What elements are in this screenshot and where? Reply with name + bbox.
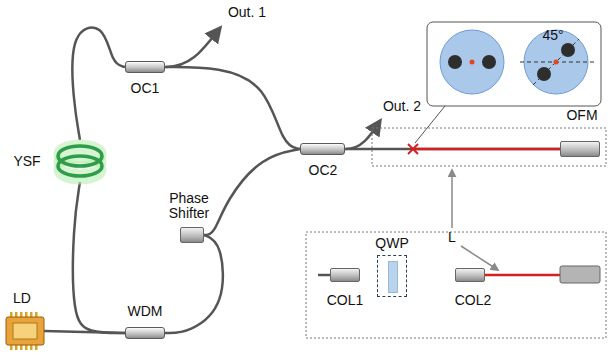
- annotation-label: L: [448, 230, 456, 245]
- wave-plate: [388, 261, 398, 293]
- length-pointer: [451, 170, 453, 228]
- collimator-body: [330, 268, 360, 282]
- phase-shifter-body: [180, 227, 204, 243]
- collimator: COL1: [330, 268, 360, 282]
- fiber-coupler: OC2: [300, 143, 345, 155]
- power-meter-body: [560, 141, 600, 157]
- fiber-coupler: OC1: [125, 61, 165, 73]
- stress-rod: [448, 55, 462, 69]
- fiber-link: [204, 149, 300, 235]
- component-label: COL1: [327, 293, 364, 308]
- gain-fiber-coil: YSF: [55, 140, 105, 182]
- component-label: LD: [13, 291, 31, 306]
- wdm-coupler-body: [125, 327, 165, 339]
- rotated-axis: [533, 39, 579, 85]
- fiber-cross-section: [440, 30, 504, 94]
- annotation-label: 45°: [542, 28, 563, 43]
- fiber-core: [470, 60, 475, 65]
- fiber-link: [72, 28, 125, 140]
- quarter-wave-plate-body: [377, 255, 407, 297]
- coil-drawing: [55, 140, 105, 182]
- component-label: COL2: [455, 293, 492, 308]
- splice-mark: [408, 144, 418, 154]
- fiber-link: [345, 148, 560, 151]
- fiber-link: [73, 182, 125, 333]
- component-label: YSF: [13, 154, 40, 169]
- power-meter: OFM: [560, 141, 600, 157]
- fiber-link: [44, 331, 125, 333]
- component-label: QWP: [375, 236, 408, 251]
- inset-frame: [427, 22, 601, 106]
- fiber-core: [554, 60, 559, 65]
- stress-rod: [482, 55, 496, 69]
- output-arrow: [166, 28, 220, 67]
- collimator: COL2: [455, 268, 485, 282]
- laser-diode: LD: [6, 316, 44, 346]
- quarter-wave-plate: QWP: [377, 255, 407, 297]
- phase-shifter: Phase Shifter: [180, 227, 204, 243]
- fiber-link: [165, 235, 223, 333]
- fiber: [318, 274, 330, 277]
- length-pointer: [461, 246, 498, 270]
- power-meter: [560, 266, 600, 283]
- component-label: WDM: [128, 304, 163, 319]
- fiber-coupler-body: [300, 143, 345, 155]
- annotation-label: Out. 1: [228, 5, 266, 20]
- laser-diode-body: [6, 316, 44, 346]
- collimator-body: [455, 268, 485, 282]
- component-label: OC2: [309, 163, 338, 178]
- dotted-region: [306, 232, 606, 338]
- red-fiber: [485, 274, 562, 277]
- laser-diode-drawing: [6, 316, 44, 346]
- gain-fiber-coil-body: [55, 140, 105, 182]
- stress-rod: [537, 67, 551, 81]
- dotted-region: [372, 128, 606, 166]
- fiber-coupler-body: [125, 61, 165, 73]
- component-label: OFM: [566, 108, 597, 123]
- component-label: OC1: [131, 81, 160, 96]
- annotation-label: Out. 2: [383, 99, 421, 114]
- output-arrow: [346, 121, 380, 149]
- fiber-link: [165, 67, 300, 149]
- red-fiber: [415, 148, 560, 151]
- stress-rod: [561, 43, 575, 57]
- component-label: Phase Shifter: [160, 191, 218, 222]
- wdm-coupler: WDM: [125, 327, 165, 339]
